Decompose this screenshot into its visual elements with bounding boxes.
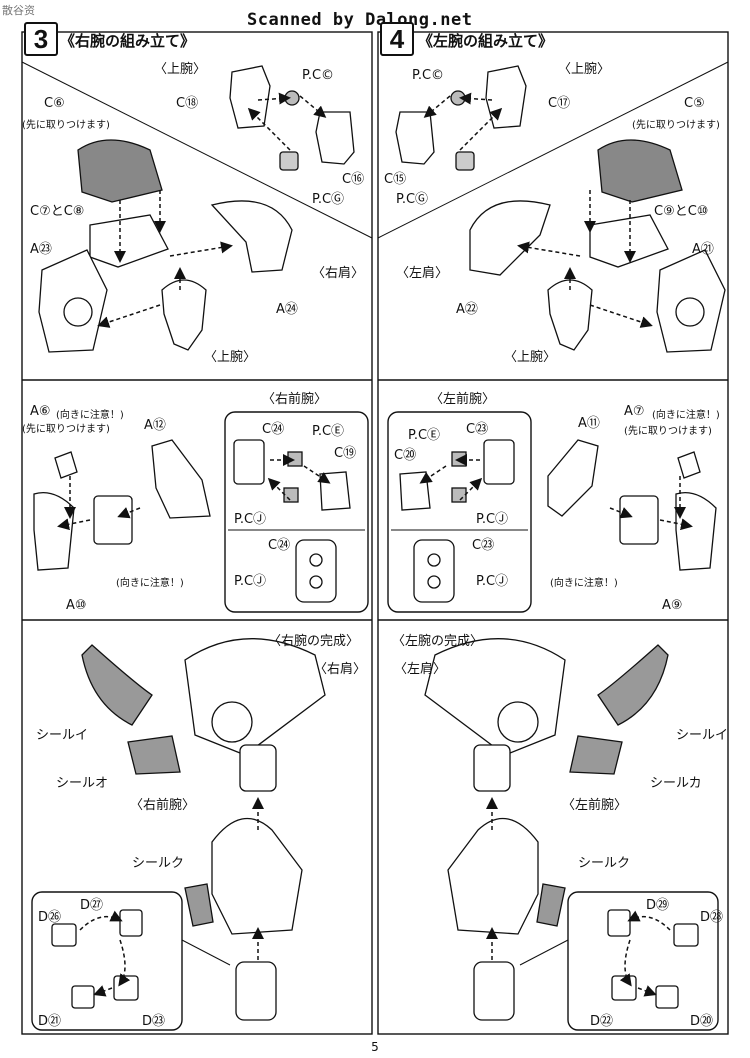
s4-complete-forearm: 〈左前腕〉 <box>562 798 628 813</box>
s3-inset-label: P.CⒿ <box>234 512 267 527</box>
step3-hand-inset <box>31 891 183 1031</box>
s3-a10: A⑩ <box>66 598 87 613</box>
s4-seal-ka: シールカ <box>650 776 702 791</box>
s4-seal-i: シールイ <box>676 728 729 743</box>
s4-d-label: D㉙ <box>646 898 670 913</box>
s4-complete-title: 〈左腕の完成〉 <box>392 634 484 649</box>
step3-title: 《右腕の組み立て》 <box>60 32 196 50</box>
page-number: 5 <box>371 1040 379 1054</box>
s4-d-label: D⑳ <box>690 1014 714 1029</box>
s3-seal-i: シールイ <box>36 728 89 743</box>
s4-left-shoulder: 〈左肩〉 <box>396 266 449 281</box>
s3-label: C⑯ <box>342 172 365 187</box>
s4-inset-label: C㉓ <box>466 422 489 437</box>
s4-forearm-title: 〈左前腕〉 <box>430 392 496 407</box>
s3-forearm-title: 〈右前腕〉 <box>262 392 328 407</box>
step4-hand-inset <box>567 891 719 1031</box>
step4-frame <box>377 31 729 1035</box>
s3-c7c8: C⑦とC⑧ <box>30 204 85 219</box>
s3-orientation: (向きに注意！) <box>116 578 184 589</box>
s4-d-label: D㉘ <box>700 910 724 925</box>
s4-c9c10: C⑨とC⑩ <box>654 204 709 219</box>
s3-inset-label: C㉔ <box>262 422 285 437</box>
s4-a21: A㉑ <box>692 242 714 257</box>
s3-a12: A⑫ <box>144 418 166 433</box>
s4-inset-label: P.CⒿ <box>476 574 509 589</box>
s4-a22: A㉒ <box>456 302 478 317</box>
s3-right-shoulder: 〈右肩〉 <box>312 266 365 281</box>
s4-orientation: (向きに注意！) <box>550 578 618 589</box>
s4-d-label: D㉒ <box>590 1014 614 1029</box>
s3-inset-label: C㉔ <box>268 538 291 553</box>
s4-label: P.CⒼ <box>396 192 429 207</box>
s3-complete-forearm: 〈右前腕〉 <box>130 798 196 813</box>
s4-label: C⑮ <box>384 172 407 187</box>
s4-complete-shoulder: 〈左肩〉 <box>394 662 447 677</box>
step3-frame <box>21 31 373 1035</box>
s3-a23: A㉓ <box>30 242 52 257</box>
s3-d-label: D㉖ <box>38 910 62 925</box>
step4-number: 4 <box>380 22 414 56</box>
s3-label: C⑱ <box>176 96 199 111</box>
s3-d-label: D㉗ <box>80 898 104 913</box>
s3-a6: A⑥ <box>30 404 51 419</box>
s4-c5-note: (先に取りつけます) <box>632 120 720 131</box>
step3-forearm-inset <box>224 411 369 613</box>
s4-a7-warn: (向きに注意！) <box>652 410 720 421</box>
s3-inset-label: C⑲ <box>334 446 357 461</box>
s4-inset-label: C⑳ <box>394 448 417 463</box>
s4-a7: A⑦ <box>624 404 645 419</box>
s3-d-label: D㉓ <box>142 1014 166 1029</box>
s4-a11: A⑪ <box>578 416 600 431</box>
s4-a7-note: (先に取りつけます) <box>624 426 712 437</box>
s4-inset-label: P.CⒿ <box>476 512 509 527</box>
s3-a6-warn: (向きに注意！) <box>56 410 124 421</box>
s3-upperarm2: 〈上腕〉 <box>204 350 257 365</box>
s3-label: P.CⒼ <box>312 192 345 207</box>
s4-c5: C⑤ <box>684 96 705 111</box>
s3-inset-label: P.CⒿ <box>234 574 267 589</box>
s4-inset-label: P.CⒺ <box>408 428 441 443</box>
s3-inset-label: P.CⒺ <box>312 424 345 439</box>
s4-inset-label: C㉓ <box>472 538 495 553</box>
s4-label: C⑰ <box>548 96 571 111</box>
s3-a24: A㉔ <box>276 302 298 317</box>
s3-c6-note: (先に取りつけます) <box>22 120 110 131</box>
step3-number: 3 <box>24 22 58 56</box>
s3-complete-shoulder: 〈右肩〉 <box>314 662 367 677</box>
s4-upperarm2: 〈上腕〉 <box>504 350 557 365</box>
watermark: 散谷资 <box>2 4 35 17</box>
s3-d-label: D㉑ <box>38 1014 62 1029</box>
s4-seal-ku: シールク <box>578 856 631 871</box>
scanned-by-header: Scanned by Dalong.net <box>247 10 473 30</box>
s3-seal-o: シールオ <box>56 776 109 791</box>
step4-forearm-inset <box>387 411 532 613</box>
s3-upperarm-title: 〈上腕〉 <box>154 62 207 77</box>
s4-a9: A⑨ <box>662 598 683 613</box>
s4-label: P.C© <box>412 68 445 83</box>
s3-label: P.C© <box>302 68 335 83</box>
s3-seal-ku: シールク <box>132 856 185 871</box>
s4-upperarm-title: 〈上腕〉 <box>558 62 611 77</box>
s3-a6-note: (先に取りつけます) <box>22 424 110 435</box>
step4-title: 《左腕の組み立て》 <box>418 32 554 50</box>
s3-c6: C⑥ <box>44 96 65 111</box>
s3-complete-title: 〈右腕の完成〉 <box>268 634 360 649</box>
